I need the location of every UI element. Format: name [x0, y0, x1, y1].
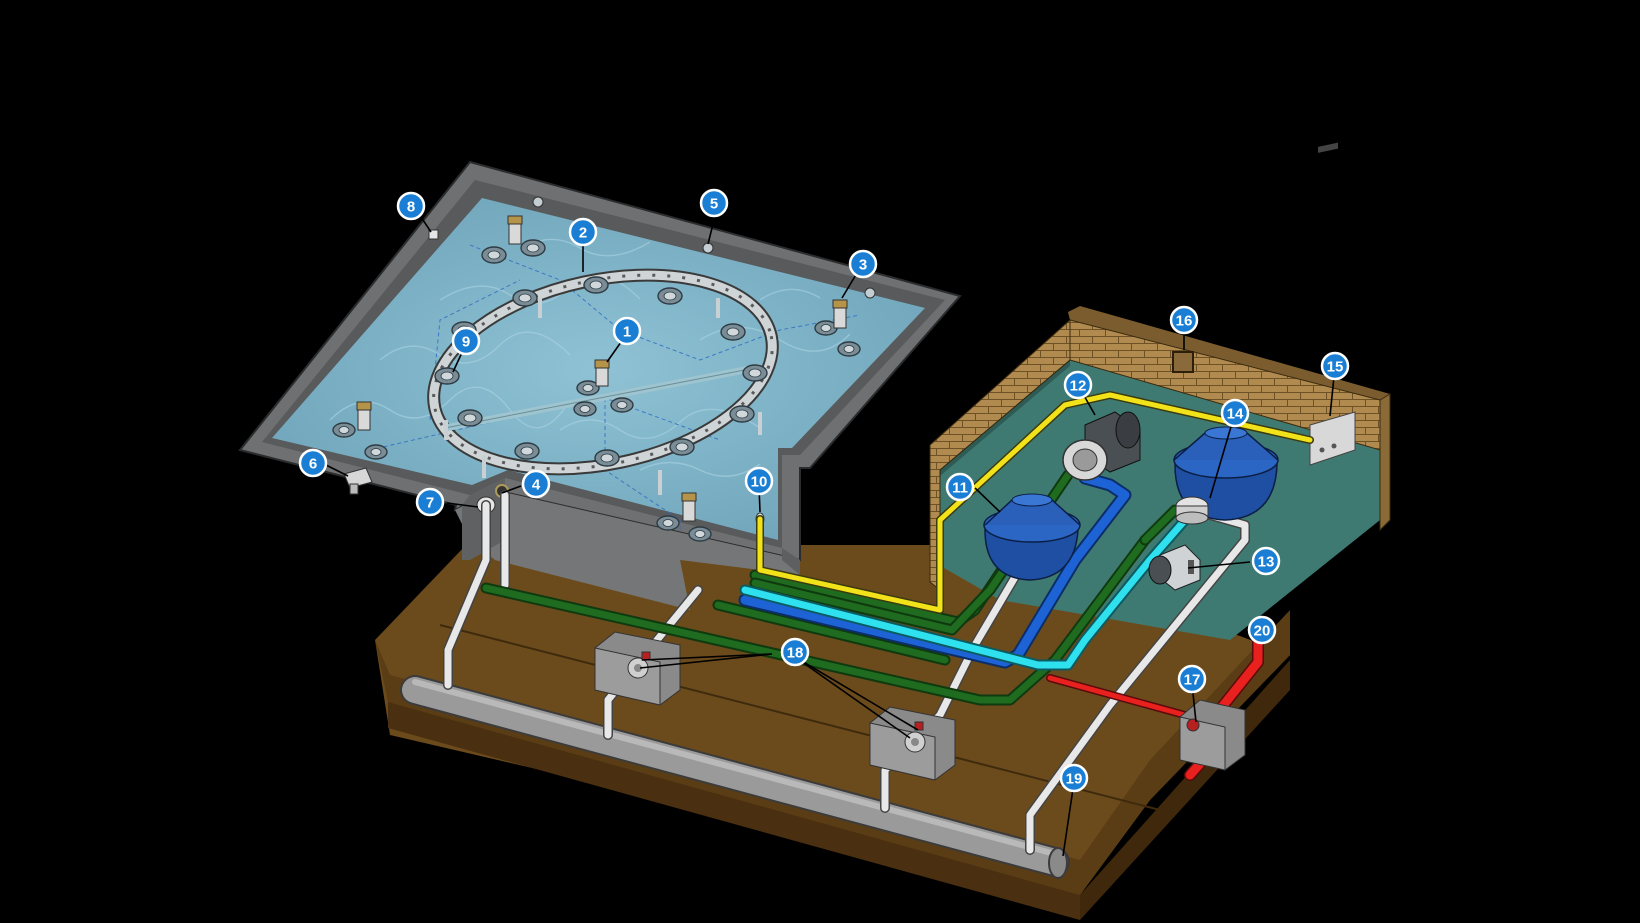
skimmer-box [343, 467, 373, 489]
svg-text:16: 16 [1176, 313, 1193, 330]
light-spot [657, 287, 683, 305]
callout-2: 2 [568, 217, 598, 247]
callout-8: 8 [396, 191, 426, 221]
svg-text:5: 5 [710, 196, 718, 213]
valve-box [594, 631, 681, 706]
svg-text:2: 2 [579, 225, 587, 242]
callout-9: 9 [451, 326, 481, 356]
light-spot [729, 405, 755, 423]
callout-15: 15 [1320, 351, 1350, 381]
light-spot [594, 449, 620, 467]
callout-17: 17 [1177, 664, 1207, 694]
water-supply-valve-box [1179, 699, 1246, 771]
brick-wall-back [1068, 306, 1390, 400]
light-spot [520, 239, 546, 257]
svg-text:1: 1 [623, 324, 631, 341]
light-spot [583, 276, 609, 294]
svg-text:17: 17 [1184, 672, 1201, 689]
callout-5: 5 [699, 188, 729, 218]
brick-wall-right [1379, 393, 1391, 532]
svg-text:3: 3 [859, 257, 867, 274]
svg-text:8: 8 [407, 199, 415, 216]
light-spot [512, 289, 538, 307]
corner-nozzle [507, 215, 523, 245]
svg-text:14: 14 [1227, 406, 1244, 423]
main-pump [1062, 411, 1141, 481]
light-spot [610, 397, 634, 413]
callout-13: 13 [1251, 546, 1281, 576]
callout-20: 20 [1247, 615, 1277, 645]
corner-nozzle [832, 299, 848, 329]
pre-filter [1175, 496, 1209, 525]
svg-text:12: 12 [1070, 378, 1087, 395]
callout-1: 1 [612, 316, 642, 346]
yellow-cable [756, 391, 1314, 614]
callout-6: 6 [298, 448, 328, 478]
light-spot [457, 409, 483, 427]
inlet-fitting [532, 196, 544, 208]
secondary-pump [1148, 544, 1201, 591]
cyan-pipe [739, 514, 1191, 671]
pipes [400, 391, 1314, 879]
corner-nozzle [681, 492, 697, 522]
svg-text:7: 7 [426, 495, 434, 512]
callout-19: 19 [1059, 763, 1089, 793]
light-spot [514, 442, 540, 460]
svg-text:18: 18 [787, 645, 804, 662]
callout-4: 4 [521, 469, 551, 499]
svg-text:6: 6 [309, 456, 317, 473]
svg-text:4: 4 [532, 477, 541, 494]
light-spot [742, 364, 768, 382]
nozzles [356, 215, 848, 522]
callout-18: 18 [780, 637, 810, 667]
center-nozzle [594, 359, 610, 387]
corner-nozzle [356, 401, 372, 431]
light-spot [720, 323, 746, 341]
callout-14: 14 [1220, 398, 1250, 428]
svg-text:20: 20 [1254, 623, 1271, 640]
callout-3: 3 [848, 249, 878, 279]
light-spot [688, 526, 712, 542]
brick-wall-left [929, 318, 1071, 592]
svg-text:10: 10 [751, 474, 768, 491]
callout-11: 11 [945, 472, 975, 502]
svg-text:9: 9 [462, 334, 470, 351]
ring-manifold [427, 268, 779, 495]
filter-tank-left [983, 493, 1081, 581]
svg-text:15: 15 [1327, 359, 1344, 376]
overflow-inlet [702, 242, 714, 254]
callout-12: 12 [1063, 370, 1093, 400]
light-spot [573, 401, 597, 417]
svg-text:19: 19 [1066, 771, 1083, 788]
light-spot [481, 246, 507, 264]
callout-10: 10 [744, 466, 774, 496]
light-spot [576, 380, 600, 396]
ventilation-grille [1172, 351, 1194, 373]
light-spot [837, 341, 861, 357]
drain-collector [400, 675, 1070, 879]
svg-text:11: 11 [952, 480, 968, 497]
level-sensor [428, 229, 439, 240]
light-spot [669, 438, 695, 456]
callout-16: 16 [1169, 305, 1199, 335]
light-spot [656, 515, 680, 531]
svg-text:13: 13 [1258, 554, 1275, 571]
callouts: 1 2 3 4 5 6 7 8 9 10 11 12 13 14 15 16 1… [298, 188, 1350, 793]
light-spot [364, 444, 388, 460]
callout-7: 7 [415, 487, 445, 517]
soil-block [375, 545, 1290, 920]
light-spot [814, 320, 838, 336]
light-spot [332, 422, 356, 438]
light-spot [434, 367, 460, 385]
inlet-fitting [864, 287, 876, 299]
